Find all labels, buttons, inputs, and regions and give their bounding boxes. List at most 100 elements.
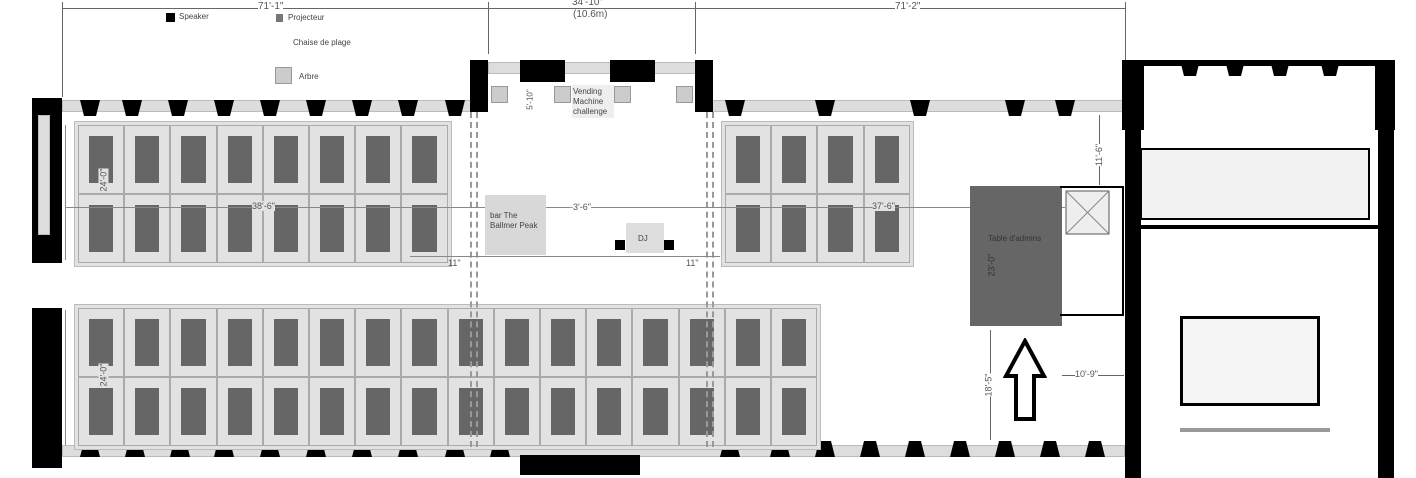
wall-pier — [1055, 100, 1075, 116]
table — [355, 308, 402, 377]
stairwell — [1180, 316, 1320, 406]
legend-tree: Arbre — [299, 72, 319, 81]
table — [262, 308, 309, 377]
counter — [1180, 428, 1330, 432]
wall-pier — [352, 100, 372, 116]
seat — [135, 388, 160, 435]
seat — [273, 205, 298, 252]
seat — [181, 205, 206, 252]
table — [216, 194, 263, 263]
table — [124, 308, 171, 377]
projector-icon — [276, 14, 283, 22]
dimension-line-gap — [410, 256, 720, 257]
seat — [366, 136, 391, 183]
seat — [828, 136, 853, 183]
admin-table — [970, 186, 1062, 326]
dj-booth — [626, 223, 664, 253]
table — [401, 377, 448, 446]
seat — [273, 136, 298, 183]
table — [401, 125, 448, 194]
dim-gap-left: 11" — [448, 258, 461, 268]
seat — [135, 205, 160, 252]
elevator-icon — [1065, 190, 1110, 235]
dim-top-left: 71'-1" — [258, 1, 284, 12]
seat — [782, 388, 807, 435]
table — [355, 125, 402, 194]
table — [493, 308, 540, 377]
table — [124, 125, 171, 194]
seat — [366, 388, 391, 435]
legend-chair: Chaise de plage — [293, 38, 351, 47]
table — [309, 308, 356, 377]
seat — [597, 319, 622, 366]
right-wall — [1378, 120, 1394, 478]
wall-column — [520, 455, 640, 475]
speaker-icon — [166, 13, 175, 22]
table — [493, 377, 540, 446]
table — [586, 377, 633, 446]
table — [216, 377, 263, 446]
seat — [689, 388, 714, 435]
table — [262, 194, 309, 263]
restroom — [1140, 148, 1370, 220]
dim-top-middle: 34'-10" — [572, 0, 604, 8]
wall-pier — [260, 100, 280, 116]
tree-icon — [614, 86, 631, 103]
wall-pier — [1225, 60, 1245, 76]
table — [78, 377, 125, 446]
table — [355, 377, 402, 446]
seat — [366, 205, 391, 252]
wall-pier — [725, 100, 745, 116]
column-line — [470, 112, 478, 447]
seat — [735, 388, 760, 435]
wall-pier — [80, 100, 100, 116]
wall-pier — [995, 441, 1015, 457]
table — [817, 125, 864, 194]
seat — [736, 136, 761, 183]
vending-label: Vending Machine challenge — [573, 87, 608, 116]
table — [309, 377, 356, 446]
speaker-icon — [615, 240, 625, 250]
wall-pier — [1040, 441, 1060, 457]
tree-icon — [554, 86, 571, 103]
seat — [412, 205, 437, 252]
seat — [320, 136, 345, 183]
wall-pier — [1270, 60, 1290, 76]
seat — [782, 319, 807, 366]
table — [170, 308, 217, 377]
seat — [412, 388, 437, 435]
seat — [320, 319, 345, 366]
dj-label: DJ — [638, 234, 648, 243]
wall-pier — [815, 100, 835, 116]
seat — [273, 388, 298, 435]
right-wall — [1125, 120, 1141, 478]
table — [632, 377, 679, 446]
table — [355, 194, 402, 263]
dimension-line — [65, 310, 66, 445]
wall-pier — [950, 441, 970, 457]
table — [632, 308, 679, 377]
seat — [551, 388, 576, 435]
wall-pier — [122, 100, 142, 116]
tree-icon — [676, 86, 693, 103]
vending-area — [572, 85, 614, 118]
table — [216, 125, 263, 194]
wall-pier — [398, 100, 418, 116]
seat — [874, 136, 899, 183]
wall-pier — [306, 100, 326, 116]
dim-alcove: 5'-10" — [525, 89, 535, 110]
table — [817, 194, 864, 263]
seat — [597, 388, 622, 435]
table — [771, 308, 818, 377]
table — [725, 125, 772, 194]
seat — [227, 136, 252, 183]
dimension-line-length — [65, 207, 1065, 208]
seat — [366, 319, 391, 366]
seat — [736, 205, 761, 252]
table — [724, 308, 771, 377]
dimension-line — [65, 125, 66, 260]
dim-center: -3'-6" — [570, 202, 591, 212]
table — [678, 308, 725, 377]
entrance-arrow-icon — [1003, 338, 1047, 421]
